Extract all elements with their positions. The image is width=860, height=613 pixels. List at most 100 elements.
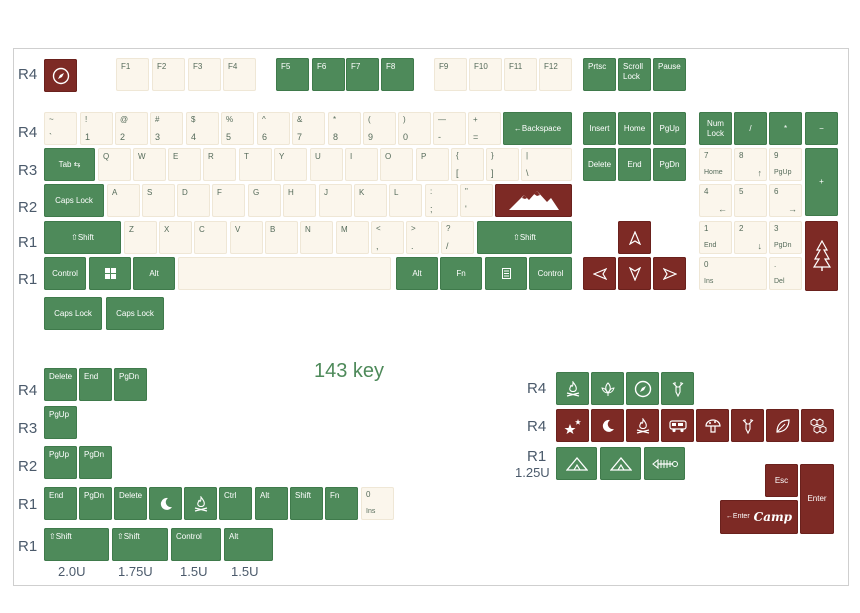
key-m[interactable]: M xyxy=(336,221,369,254)
key-icon-campfire-red[interactable] xyxy=(626,409,659,442)
key-i[interactable]: I xyxy=(345,148,378,181)
key-pgup[interactable]: PgUp xyxy=(653,112,686,145)
key-6[interactable]: ^6 xyxy=(257,112,290,145)
key-a[interactable]: A xyxy=(107,184,140,217)
key-semicolon[interactable]: :; xyxy=(425,184,458,217)
key-9[interactable]: (9 xyxy=(363,112,396,145)
key-e[interactable]: E xyxy=(168,148,201,181)
key-delete[interactable]: Delete xyxy=(583,148,616,181)
key-o[interactable]: O xyxy=(380,148,413,181)
key-f3[interactable]: F3 xyxy=(188,58,221,91)
key-enter[interactable]: Enter xyxy=(800,464,834,534)
key-extra-shift-2u[interactable]: ⇧Shift xyxy=(44,528,109,561)
key-icon-mushroom[interactable] xyxy=(696,409,729,442)
key-pause[interactable]: Pause xyxy=(653,58,686,91)
key-esc[interactable]: Esc xyxy=(765,464,798,497)
key-lalt[interactable]: Alt xyxy=(133,257,175,290)
key-f2[interactable]: F2 xyxy=(152,58,185,91)
key-np4[interactable]: 4← xyxy=(699,184,732,217)
key-numlock[interactable]: Num Lock xyxy=(699,112,732,145)
key-arrow-down[interactable] xyxy=(618,257,651,290)
key-w[interactable]: W xyxy=(133,148,166,181)
key-7[interactable]: &7 xyxy=(292,112,325,145)
key-backslash[interactable]: |\ xyxy=(521,148,572,181)
key-r[interactable]: R xyxy=(203,148,236,181)
key-b[interactable]: B xyxy=(265,221,298,254)
key-tilde[interactable]: ~` xyxy=(44,112,77,145)
key-minus[interactable]: —- xyxy=(433,112,466,145)
key-extra-shift[interactable]: Shift xyxy=(290,487,323,520)
key-t[interactable]: T xyxy=(239,148,272,181)
key-y[interactable]: Y xyxy=(274,148,307,181)
key-capslock-alt-2[interactable]: Caps Lock xyxy=(106,297,164,330)
key-icon-fishbone[interactable] xyxy=(644,447,685,480)
key-arrow-up[interactable] xyxy=(618,221,651,254)
key-icon-honeycomb[interactable] xyxy=(801,409,834,442)
key-4[interactable]: $4 xyxy=(186,112,219,145)
key-np-plus[interactable]: + xyxy=(805,148,838,216)
key-np-dot[interactable]: .Del xyxy=(769,257,802,290)
key-capslock-alt-1[interactable]: Caps Lock xyxy=(44,297,102,330)
key-equals[interactable]: += xyxy=(468,112,501,145)
key-menu[interactable] xyxy=(485,257,527,290)
key-d[interactable]: D xyxy=(177,184,210,217)
key-f4[interactable]: F4 xyxy=(223,58,256,91)
key-np-star[interactable]: * xyxy=(769,112,802,145)
key-f9[interactable]: F9 xyxy=(434,58,467,91)
key-extra-campfire[interactable] xyxy=(184,487,217,520)
key-arrow-left[interactable] xyxy=(583,257,616,290)
key-rshift[interactable]: ⇧Shift xyxy=(477,221,572,254)
key-icon-leaf-red[interactable] xyxy=(766,409,799,442)
compass-keycap[interactable] xyxy=(44,59,77,92)
key-icon-campfire[interactable] xyxy=(556,372,589,405)
key-0[interactable]: )0 xyxy=(398,112,431,145)
key-ralt[interactable]: Alt xyxy=(396,257,438,290)
key-f8[interactable]: F8 xyxy=(381,58,414,91)
key-f7[interactable]: F7 xyxy=(346,58,379,91)
key-extra-ctrl[interactable]: Ctrl xyxy=(219,487,252,520)
key-home[interactable]: Home xyxy=(618,112,651,145)
key-fn[interactable]: Fn xyxy=(440,257,482,290)
key-rbracket[interactable]: }] xyxy=(486,148,519,181)
key-extra-pgup[interactable]: PgUp xyxy=(44,406,77,439)
key-np-slash[interactable]: / xyxy=(734,112,767,145)
key-icon-camper[interactable] xyxy=(661,409,694,442)
key-k[interactable]: K xyxy=(354,184,387,217)
key-lbracket[interactable]: {[ xyxy=(451,148,484,181)
key-tab[interactable]: Tab ⇆ xyxy=(44,148,95,181)
key-j[interactable]: J xyxy=(319,184,352,217)
key-extra-alt[interactable]: Alt xyxy=(255,487,288,520)
key-end[interactable]: End xyxy=(618,148,651,181)
key-insert[interactable]: Insert xyxy=(583,112,616,145)
key-5[interactable]: %5 xyxy=(221,112,254,145)
key-extra-end[interactable]: End xyxy=(79,368,112,401)
key-1[interactable]: !1 xyxy=(80,112,113,145)
key-np8[interactable]: 8↑ xyxy=(734,148,767,181)
key-icon-deer[interactable] xyxy=(661,372,694,405)
key-quote[interactable]: "' xyxy=(460,184,493,217)
key-np-minus[interactable]: − xyxy=(805,112,838,145)
key-extra-pgup-2[interactable]: PgUp xyxy=(44,446,77,479)
key-period[interactable]: >. xyxy=(406,221,439,254)
key-extra-moon[interactable] xyxy=(149,487,182,520)
key-icon-deer-red[interactable] xyxy=(731,409,764,442)
key-arrow-right[interactable] xyxy=(653,257,686,290)
key-scroll-lock[interactable]: Scroll Lock xyxy=(618,58,651,91)
key-lctrl[interactable]: Control xyxy=(44,257,86,290)
key-np2[interactable]: 2↓ xyxy=(734,221,767,254)
key-f[interactable]: F xyxy=(212,184,245,217)
key-enter-mountain[interactable] xyxy=(495,184,572,217)
key-f6[interactable]: F6 xyxy=(312,58,345,91)
key-icon-moon[interactable] xyxy=(591,409,624,442)
key-c[interactable]: C xyxy=(194,221,227,254)
key-extra-control-15u[interactable]: Control xyxy=(171,528,221,561)
key-icon-stars[interactable] xyxy=(556,409,589,442)
key-rctrl[interactable]: Control xyxy=(529,257,572,290)
key-n[interactable]: N xyxy=(300,221,333,254)
key-icon-tent-1[interactable] xyxy=(556,447,597,480)
key-pgdn[interactable]: PgDn xyxy=(653,148,686,181)
